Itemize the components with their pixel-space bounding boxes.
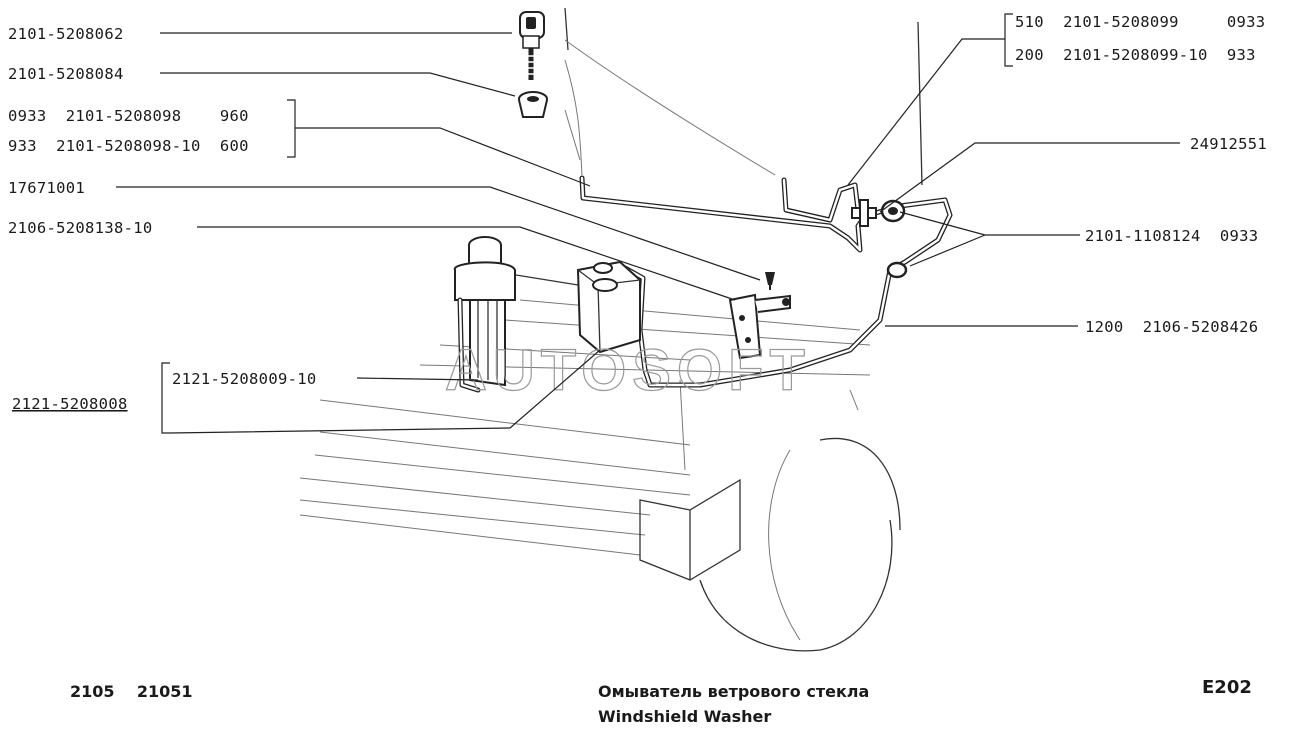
clip-part [880, 199, 906, 223]
nozzle-part [519, 11, 545, 80]
reservoir-part [576, 260, 641, 354]
label-reservoir: 2121-5208008 [12, 395, 128, 413]
footer-title-ru: Омыватель ветрового стекла [598, 682, 869, 701]
tee-connector-part [851, 199, 877, 227]
label-hose-b: 933 2101-5208098-10 600 [8, 137, 249, 155]
label-pump: 2121-5208009-10 [172, 370, 316, 388]
nozzle-nut-part [518, 91, 548, 118]
label-screw: 17671001 [8, 179, 85, 197]
label-tube-a: 510 2101-5208099 0933 [1015, 13, 1265, 31]
pump-part [453, 236, 579, 393]
leader-lines [116, 13, 1180, 434]
label-nozzle-nut: 2101-5208084 [8, 65, 124, 83]
label-tee: 2101-1108124 0933 [1085, 227, 1258, 245]
footer: 2105 21051 Омыватель ветрового стекла Wi… [70, 677, 1252, 726]
washer-components [453, 11, 953, 393]
bracket-part [728, 293, 791, 360]
label-nozzle: 2101-5208062 [8, 25, 124, 43]
part-labels: 2101-5208062 2101-5208084 0933 2101-5208… [8, 13, 1267, 413]
label-bracket: 2106-5208138-10 [8, 219, 152, 237]
footer-figure-code: E202 [1202, 677, 1252, 698]
screw-part [765, 272, 775, 290]
label-hose-a: 0933 2101-5208098 960 [8, 107, 249, 125]
watermark: AUTOSOFT [445, 338, 811, 403]
label-clip: 24912551 [1190, 135, 1267, 153]
label-main-hose: 1200 2106-5208426 [1085, 318, 1258, 336]
footer-models: 2105 21051 [70, 682, 192, 701]
label-tube-b: 200 2101-5208099-10 933 [1015, 46, 1256, 64]
footer-title-en: Windshield Washer [598, 707, 771, 726]
